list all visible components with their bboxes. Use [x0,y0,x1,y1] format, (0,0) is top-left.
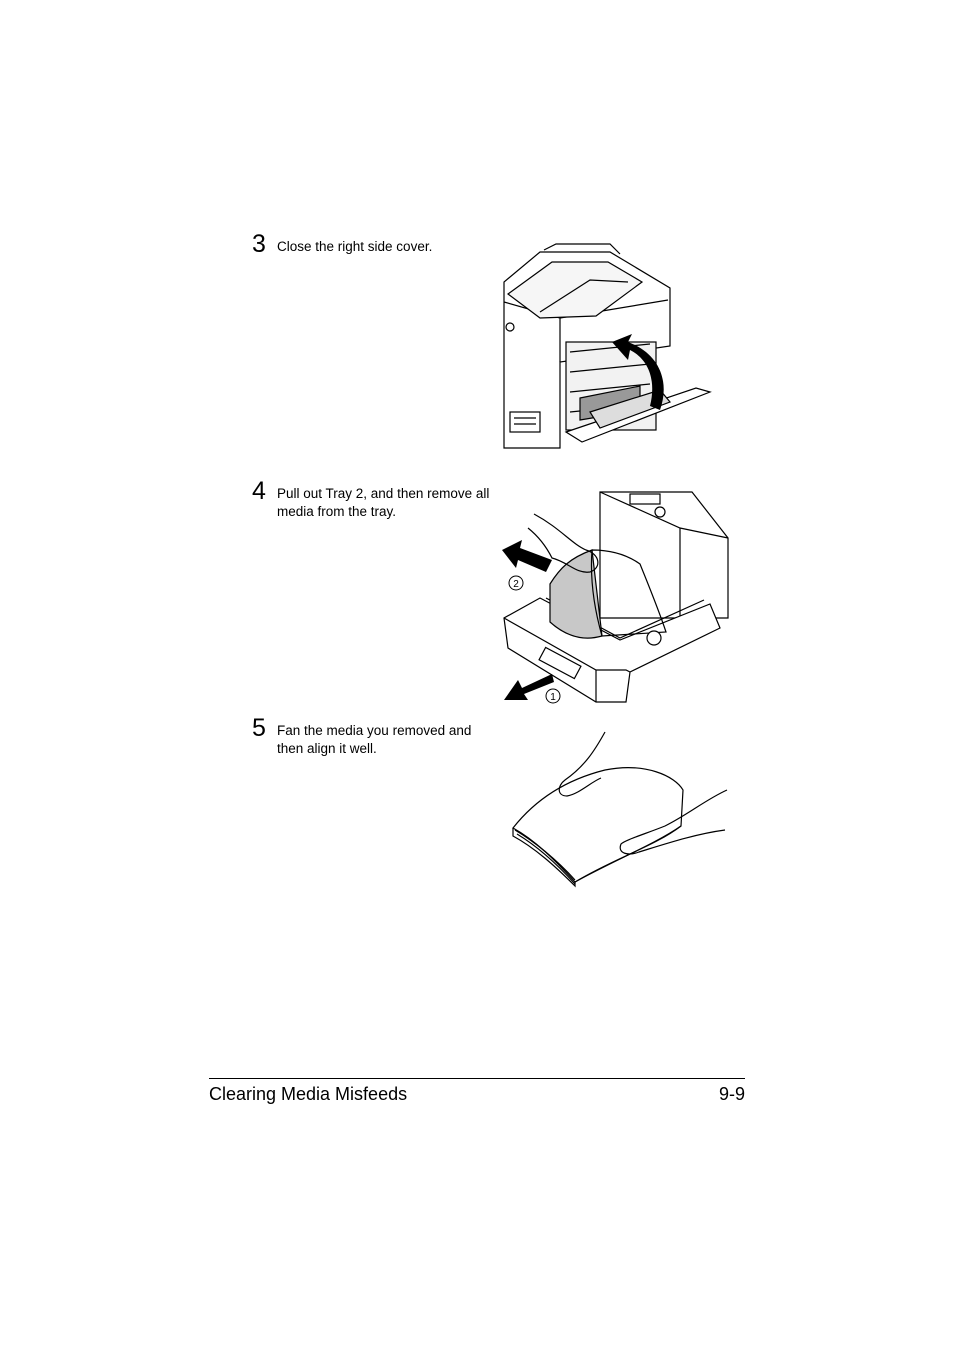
step-4-number: 4 [252,477,266,505]
step-4-text: Pull out Tray 2, and then remove all med… [277,486,490,519]
step-5-number: 5 [252,714,266,742]
footer-page-number: 9-9 [718,1084,745,1104]
pull-out-tray-illustration: 2 1 [502,491,729,704]
step-5-text: Fan the media you removed and then align… [277,723,472,756]
close-right-cover-illustration [503,243,712,449]
callout-2-label: 2 [513,579,519,590]
arrow-pull-tray-icon [504,674,554,700]
callout-1-circle-icon [545,688,561,704]
footer-rule [209,1078,745,1079]
step-3-number: 3 [252,230,266,258]
footer-title: Clearing Media Misfeeds [209,1084,408,1104]
fan-media-illustration [512,731,728,888]
callout-1-label: 1 [550,692,556,703]
arrow-remove-media-icon [502,540,552,572]
close-arrow-icon [612,334,664,410]
step-3-text: Close the right side cover. [277,239,433,254]
callout-2-circle-icon [508,575,524,591]
